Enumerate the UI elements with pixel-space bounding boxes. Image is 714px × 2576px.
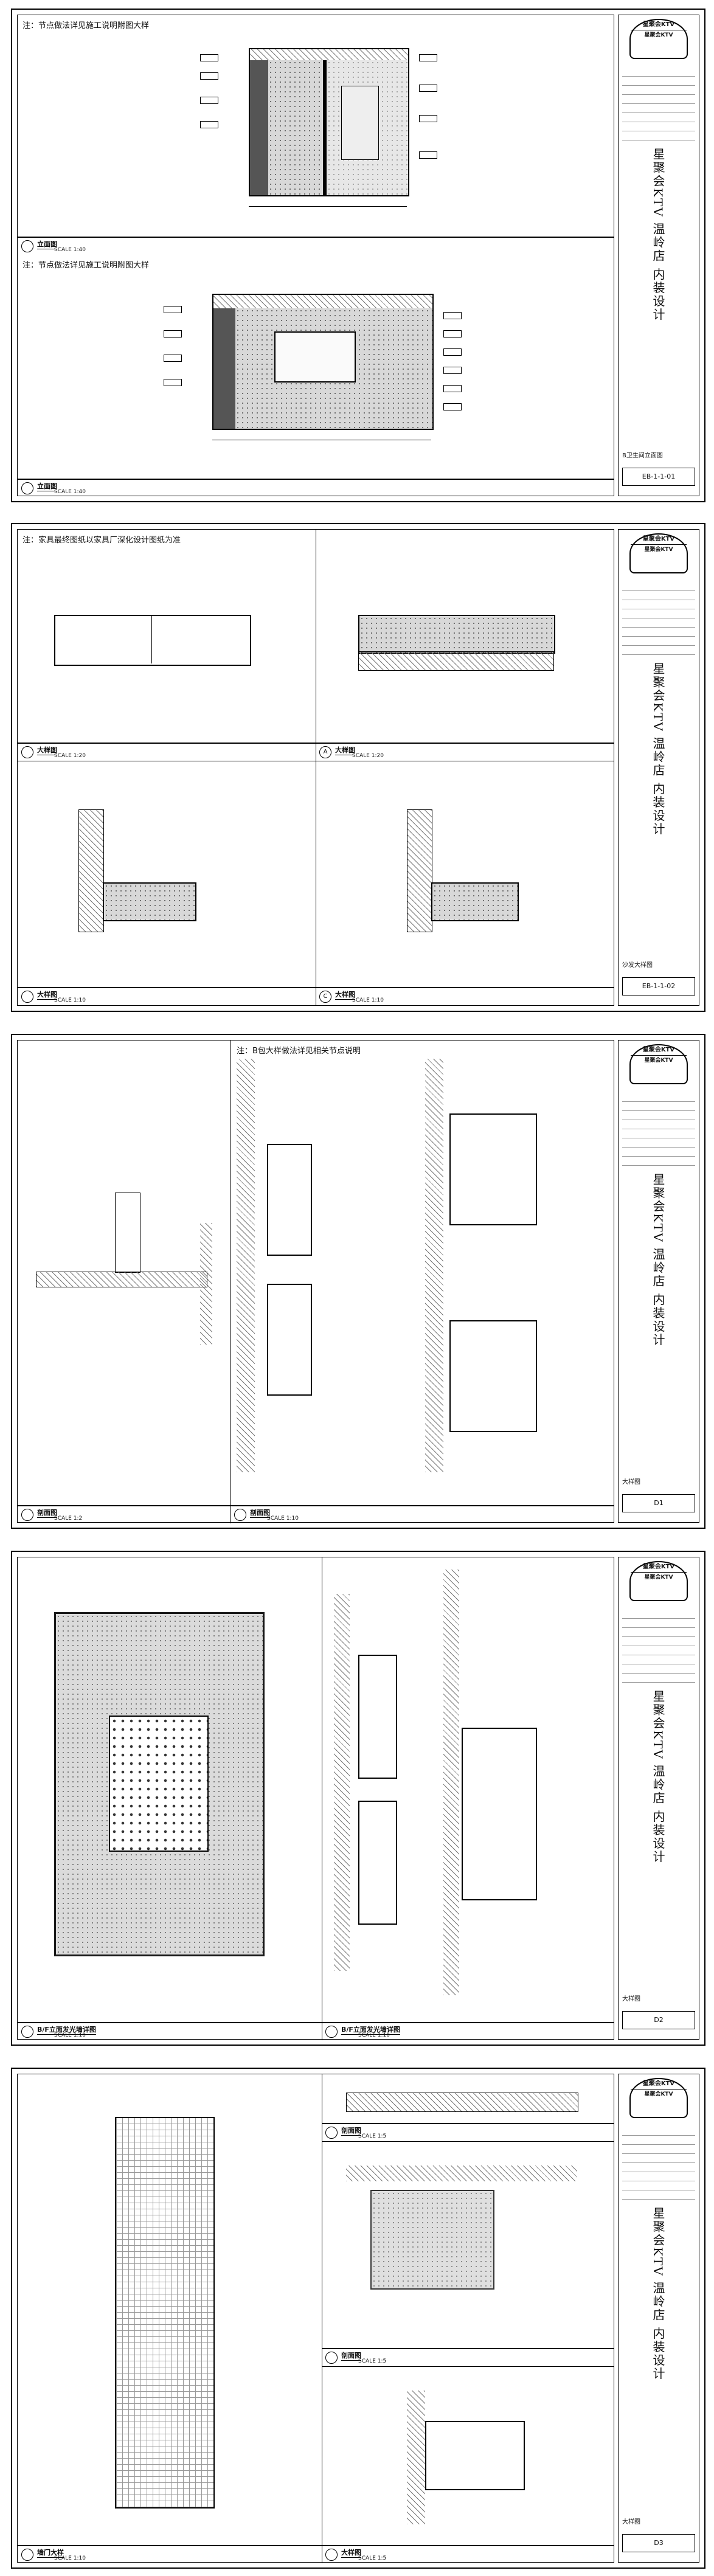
view-title: 大样图: [37, 746, 57, 755]
sheet-name: 沙发大样图: [622, 962, 653, 969]
sheet-number: D1: [622, 1494, 695, 1512]
sheet-name: 大样图: [622, 1479, 640, 1486]
view-title: 大样图: [335, 991, 355, 1000]
project-name: 星聚会KTV 温岭店 内装设计: [651, 1690, 665, 1864]
drawing-sheet-1: 注：节点做法详见施工说明附图大样 立面图 SCALE 1:40 注：节点做法详: [11, 9, 705, 502]
drawing-area: 注：节点做法详见施工说明附图大样 立面图 SCALE 1:40 注：节点做法详: [17, 15, 614, 496]
view-caption: 立面图 SCALE 1:40: [18, 479, 614, 497]
sheet-note: 注：节点做法详见施工说明附图大样: [23, 21, 150, 30]
sheet-note: 注：节点做法详见施工说明附图大样: [23, 261, 150, 270]
drawing-panel: 立面图 SCALE 1:40: [18, 30, 614, 255]
view-title: 剖面图: [341, 2352, 361, 2361]
view-title: 立面图: [37, 482, 57, 491]
sheet-name: B卫生间立面图: [622, 452, 663, 459]
sheet-name: 大样图: [622, 1996, 640, 2003]
sheet-note: 注：家具最终图纸以家具厂深化设计图纸为准: [23, 536, 181, 545]
project-name: 星聚会KTV 温岭店 内装设计: [651, 662, 665, 836]
view-symbol: [21, 240, 33, 252]
sheet-number: EB-1-1-02: [622, 977, 695, 995]
sheet-note: 注：B包大样做法详见相关节点说明: [237, 1047, 361, 1056]
project-name: 星聚会KTV 温岭店 内装设计: [651, 1173, 665, 1347]
view-title: 墙门大样: [37, 2549, 64, 2558]
view-title: B/F立面发光墙详图: [341, 2026, 400, 2035]
view-title: 大样图: [37, 991, 57, 1000]
view-symbol: [21, 482, 33, 494]
sheet-number: D3: [622, 2534, 695, 2552]
elevation-drawing: [212, 294, 434, 430]
project-name: 星聚会KTV 温岭店 内装设计: [651, 2207, 665, 2381]
view-title: 剖面图: [250, 1509, 270, 1518]
sheet-name: 大样图: [622, 2519, 640, 2526]
view-scale: SCALE 1:40: [54, 489, 86, 495]
project-name: 星聚会KTV 温岭店 内装设计: [651, 148, 665, 322]
view-title: 立面图: [37, 240, 57, 249]
sheet-number: EB-1-1-01: [622, 468, 695, 486]
elevation-drawing: [249, 48, 409, 196]
sheet-number: D2: [622, 2011, 695, 2029]
view-scale: SCALE 1:40: [54, 247, 86, 253]
drawing-panel: 立面图 SCALE 1:40: [18, 269, 614, 497]
view-title: 剖面图: [37, 1509, 57, 1518]
view-title: 剖面图: [341, 2127, 361, 2136]
view-caption: 立面图 SCALE 1:40: [18, 237, 614, 255]
view-title: B/F立面发光墙详图: [37, 2026, 96, 2035]
view-title: 大样图: [335, 746, 355, 755]
view-title: 大样图: [341, 2549, 361, 2558]
